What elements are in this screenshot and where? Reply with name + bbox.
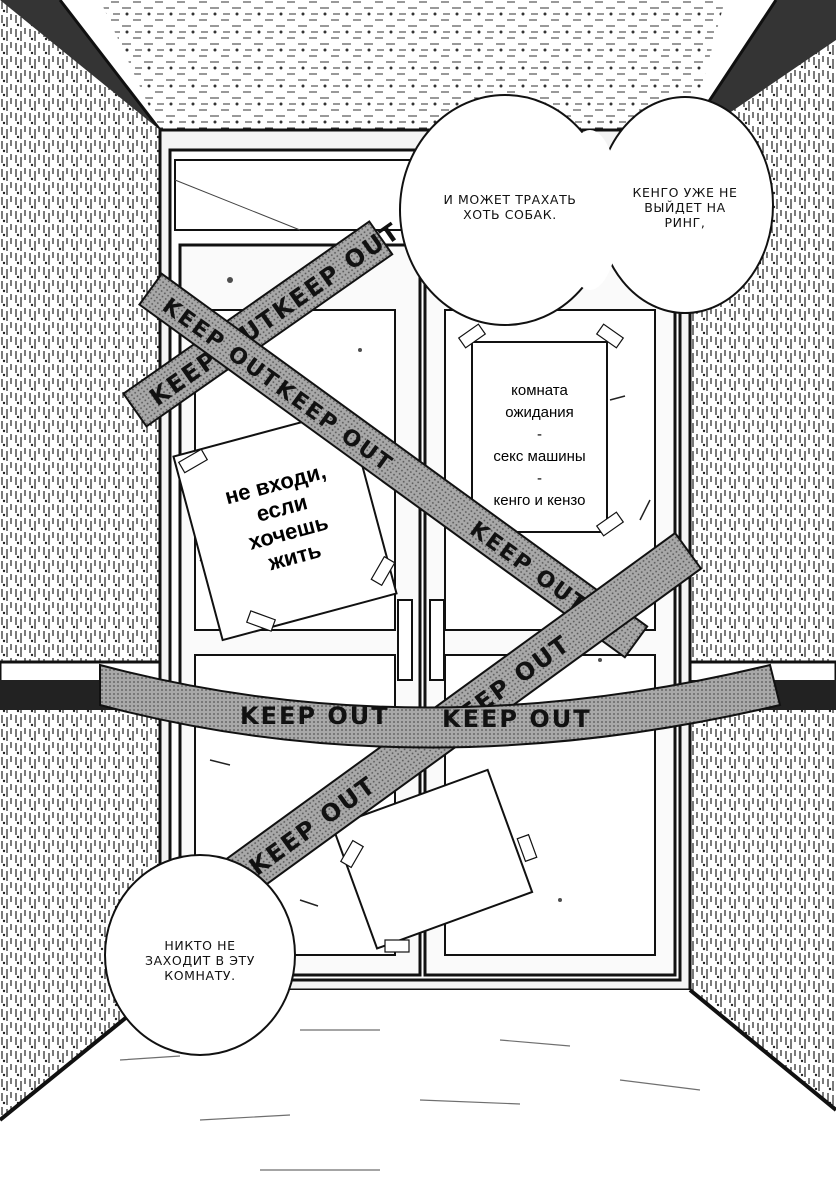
tape-label: KEEP OUT bbox=[240, 702, 390, 730]
blank-sign-paper bbox=[331, 768, 534, 950]
right-sign-paper bbox=[471, 341, 608, 533]
bubble-text-bottom-left: НИКТО НЕ ЗАХОДИТ В ЭТУ КОМНАТУ. bbox=[144, 938, 256, 983]
right-sign-text: комната ожидания - секс машины - кенго и… bbox=[474, 380, 605, 512]
right-sign-line: - bbox=[537, 470, 542, 487]
right-sign-line: секс машины bbox=[493, 448, 586, 465]
right-sign-line: - bbox=[537, 426, 542, 443]
left-door-handle bbox=[397, 599, 413, 681]
left-wall bbox=[0, 0, 160, 1120]
floor bbox=[0, 990, 836, 1200]
right-sign-line: кенго и кензо bbox=[493, 492, 586, 509]
bubble-text-top-right: КЕНГО УЖЕ НЕ ВЫЙДЕТ НА РИНГ, bbox=[632, 185, 738, 230]
keep-out-tapes: KEEP OUT KEEP OUT KEEP OUT KEEP OUT KEEP… bbox=[99, 217, 782, 900]
bubble-text-top-left: И МОЖЕТ ТРАХАТЬ ХОТЬ СОБАК. bbox=[443, 192, 577, 222]
speech-bubble-bottom-left bbox=[104, 854, 296, 1056]
right-wall bbox=[690, 40, 836, 1110]
tape-label: KEEP OUT bbox=[442, 705, 592, 733]
ceiling bbox=[0, 0, 836, 130]
right-sign-line: ожидания bbox=[505, 404, 574, 421]
right-sign-line: комната bbox=[511, 382, 568, 399]
right-door-handle bbox=[429, 599, 445, 681]
left-sign-paper bbox=[172, 408, 398, 642]
